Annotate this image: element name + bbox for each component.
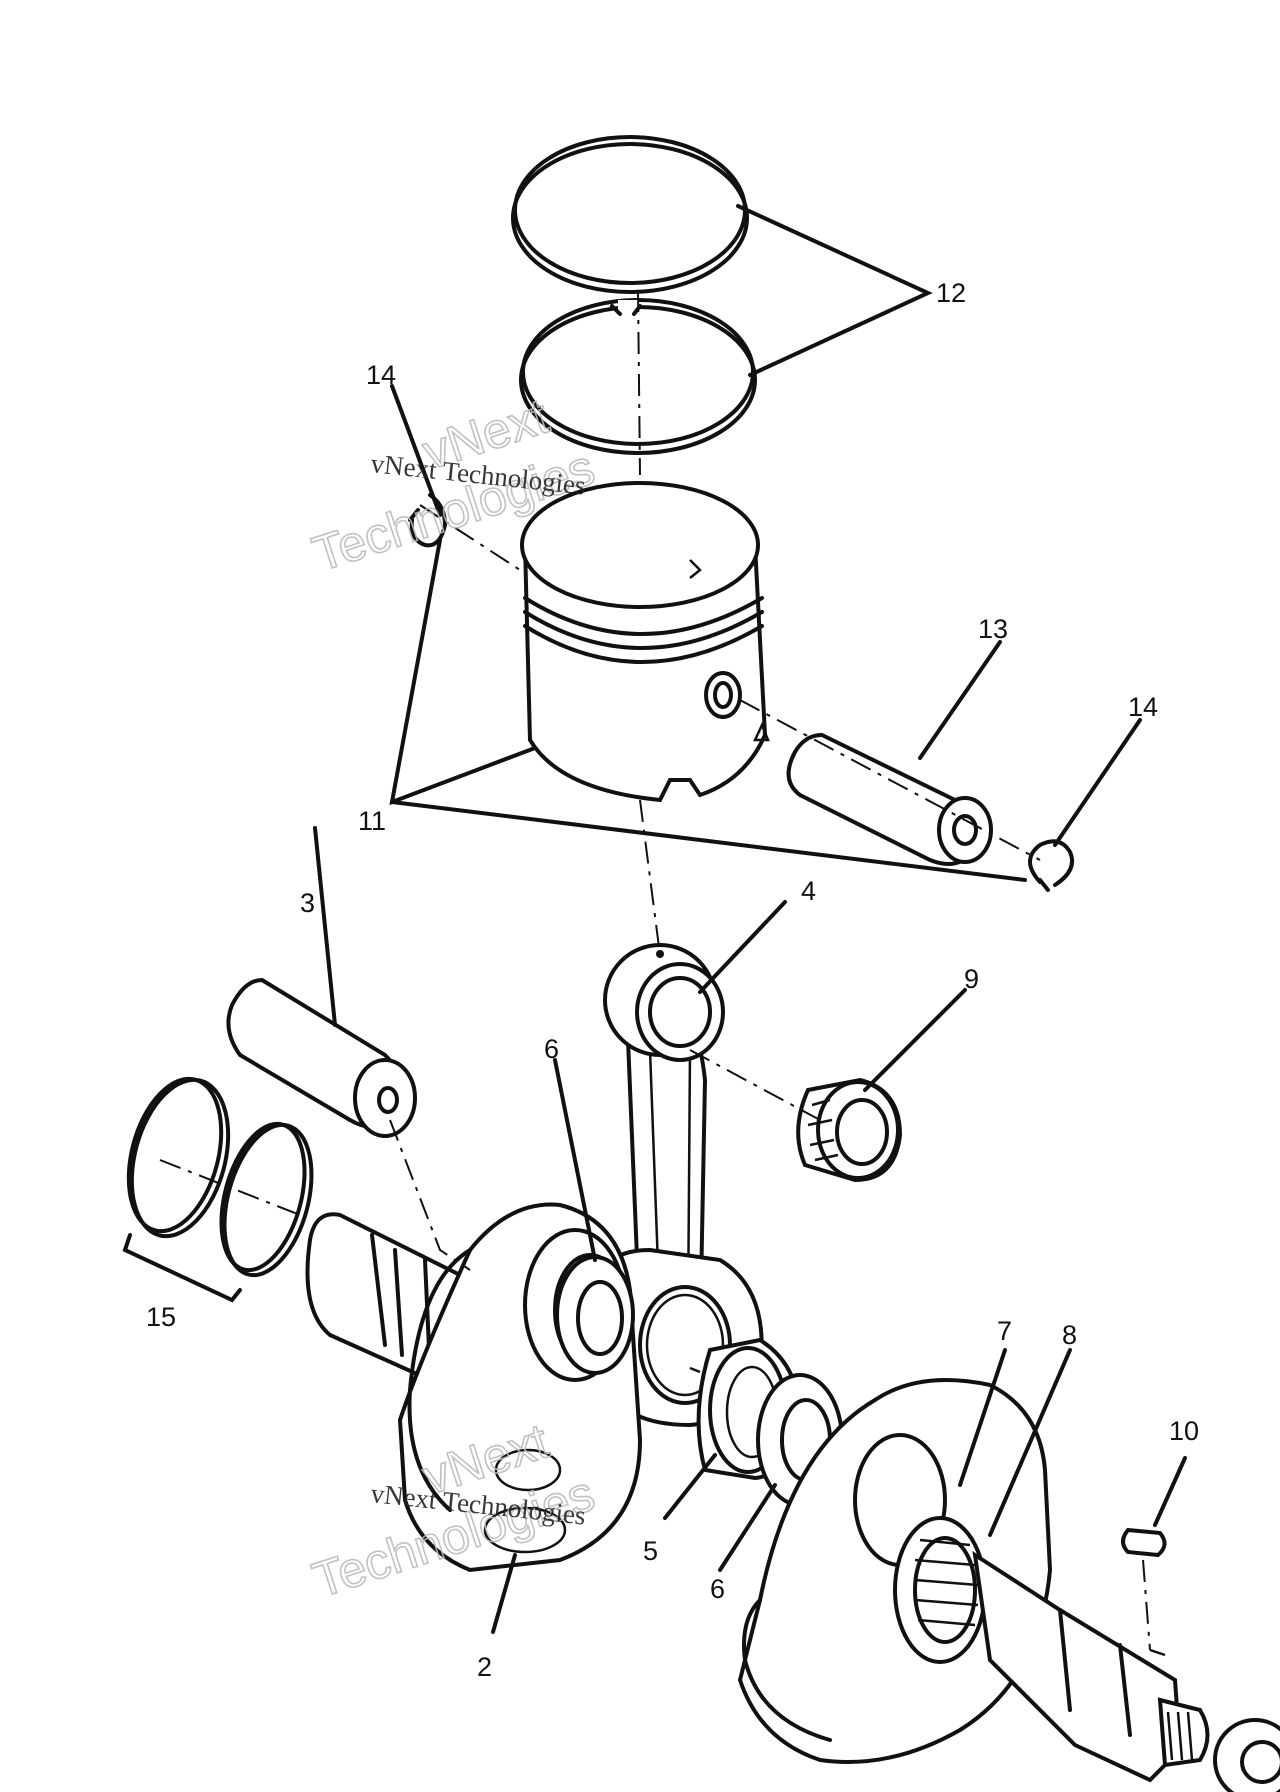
callout-13: 13	[978, 614, 1008, 644]
wrist-pin	[786, 732, 993, 866]
callout-4: 4	[801, 876, 816, 906]
callout-14-left: 14	[366, 360, 396, 390]
needle-bearing-small-end	[796, 1077, 903, 1183]
snap-rings-left	[126, 1076, 314, 1278]
callout-2: 2	[477, 1652, 492, 1682]
leader-lines	[122, 204, 1187, 1634]
piston	[520, 481, 770, 803]
callout-6-right: 6	[710, 1574, 725, 1604]
callout-9: 9	[964, 964, 979, 994]
callout-6-left: 6	[544, 1034, 559, 1064]
callout-3: 3	[300, 888, 315, 918]
thrust-washer-left	[555, 1255, 635, 1375]
callout-11: 11	[358, 806, 386, 836]
circlip-left	[408, 493, 447, 548]
crankshaft-right-half	[737, 1378, 1210, 1783]
piston-ring-top	[511, 135, 749, 294]
callout-14-right: 14	[1128, 692, 1158, 722]
crank-pin	[226, 977, 417, 1138]
assembly-centerlines	[159, 289, 1151, 1651]
callout-10: 10	[1169, 1416, 1199, 1446]
callout-12: 12	[936, 278, 966, 308]
circlip-right	[1028, 839, 1075, 892]
callout-8: 8	[1062, 1320, 1077, 1350]
callout-7: 7	[997, 1316, 1012, 1346]
woodruff-key	[1121, 1527, 1167, 1657]
callout-5: 5	[643, 1536, 658, 1566]
crank-seal-partial	[1213, 1718, 1280, 1792]
callout-labels: 12 14 13 14 11 4 3 9 6 15 7 8 10 5 6 2	[146, 278, 1199, 1682]
callout-15: 15	[146, 1302, 176, 1332]
connecting-rod	[597, 943, 764, 1428]
